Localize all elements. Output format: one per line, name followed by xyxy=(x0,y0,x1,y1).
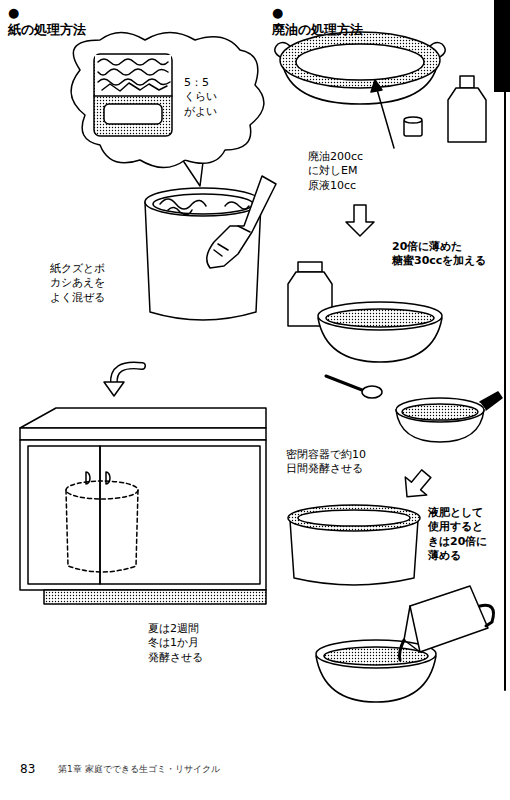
thought-cloud xyxy=(180,154,204,186)
gloved-hand xyxy=(214,226,250,256)
page-edge xyxy=(494,0,510,92)
flow-arrow xyxy=(396,465,437,506)
mixing-bowl xyxy=(318,302,442,362)
compost-container xyxy=(104,104,162,124)
compost-container xyxy=(94,54,172,136)
step-note: 紙クズとボ カシあえを よく混ぜる xyxy=(50,262,105,305)
flow-arrow xyxy=(104,382,124,396)
flow-arrow xyxy=(114,365,142,384)
mixing-bucket xyxy=(145,202,261,320)
em-bottle xyxy=(448,88,486,142)
section-heading: ●廃油の処理方法 xyxy=(272,5,363,39)
thought-cloud xyxy=(184,157,202,160)
em-bottle xyxy=(404,117,422,123)
pouring-pitcher xyxy=(480,605,494,626)
sink-cabinet xyxy=(66,481,138,572)
pouring-pitcher xyxy=(400,640,405,660)
sink-cabinet xyxy=(20,408,266,428)
spoon xyxy=(326,376,362,390)
oil-pot xyxy=(376,86,394,148)
sealed-container xyxy=(298,510,410,526)
sink-cabinet xyxy=(20,428,266,440)
step-note: 20倍に薄めた 糖蜜30ccを加える xyxy=(392,240,486,269)
section-heading: ●紙の処理方法 xyxy=(8,5,86,39)
mixing-bucket xyxy=(145,188,261,320)
thought-cloud xyxy=(71,33,264,168)
page-number: 83 xyxy=(20,762,35,778)
compost-container xyxy=(94,54,172,136)
compost-container xyxy=(95,55,171,96)
mixing-pot xyxy=(480,392,502,410)
sink-cabinet xyxy=(66,490,138,572)
compost-container xyxy=(94,95,172,97)
page-edge xyxy=(504,92,506,690)
em-bottle xyxy=(460,76,474,88)
dilution-bowl xyxy=(324,647,428,665)
oil-pot xyxy=(296,44,424,80)
pouring-pitcher xyxy=(410,586,488,652)
gloved-hand xyxy=(207,176,276,268)
sink-cabinet xyxy=(100,446,260,584)
pouring-pitcher xyxy=(404,606,420,652)
sink-cabinet xyxy=(28,446,100,584)
oil-pot xyxy=(275,32,445,148)
step-note: 夏は2週間 冬は1か月 発酵させる xyxy=(148,622,203,665)
mixing-bucket xyxy=(145,188,261,216)
oil-pot xyxy=(280,32,440,88)
mixing-pot xyxy=(402,404,478,420)
compost-container xyxy=(102,83,167,91)
step-note: 液肥として 使用すると きは20倍に 薄める xyxy=(428,506,487,563)
spoon xyxy=(326,376,382,398)
mixing-pot xyxy=(396,398,484,422)
mixing-bowl xyxy=(326,309,434,327)
pouring-pitcher xyxy=(400,586,494,660)
sealed-container xyxy=(288,505,420,585)
molasses-jar xyxy=(298,262,322,272)
spoon xyxy=(362,386,382,398)
compost-container xyxy=(98,59,168,65)
flow-arrow xyxy=(396,465,437,506)
flow-arrow xyxy=(104,365,142,396)
mixing-bucket xyxy=(160,199,206,209)
thought-cloud xyxy=(71,33,264,187)
em-bottle xyxy=(404,76,486,142)
flow-arrow xyxy=(114,365,142,384)
compost-container xyxy=(98,69,168,75)
page-edge xyxy=(494,0,510,690)
ratio-note: 5：5 くらい がよい xyxy=(184,76,217,119)
sink-cabinet xyxy=(20,440,266,590)
mixing-pot xyxy=(396,392,502,442)
mixing-bucket xyxy=(168,207,192,214)
flow-arrow xyxy=(346,205,374,236)
oil-pot xyxy=(371,80,382,92)
sealed-container xyxy=(288,505,420,531)
mixing-bowl xyxy=(318,302,442,330)
mixing-bucket xyxy=(225,202,249,209)
sink-cabinet xyxy=(44,590,266,604)
dilution-bowl xyxy=(316,640,436,702)
step-note: 廃油200cc に対しEM 原液10cc xyxy=(308,150,363,193)
sink-cabinet xyxy=(66,481,138,499)
mixing-bucket xyxy=(153,194,253,214)
gloved-hand xyxy=(207,176,276,268)
sink-cabinet xyxy=(20,408,266,604)
flow-arrow xyxy=(346,205,374,236)
sink-cabinet xyxy=(106,472,110,484)
step-note: 密閉容器で約10 日間発酵させる xyxy=(286,448,366,477)
running-footer: 第1章 家庭でできる生ゴミ・リサイクル xyxy=(58,764,220,776)
